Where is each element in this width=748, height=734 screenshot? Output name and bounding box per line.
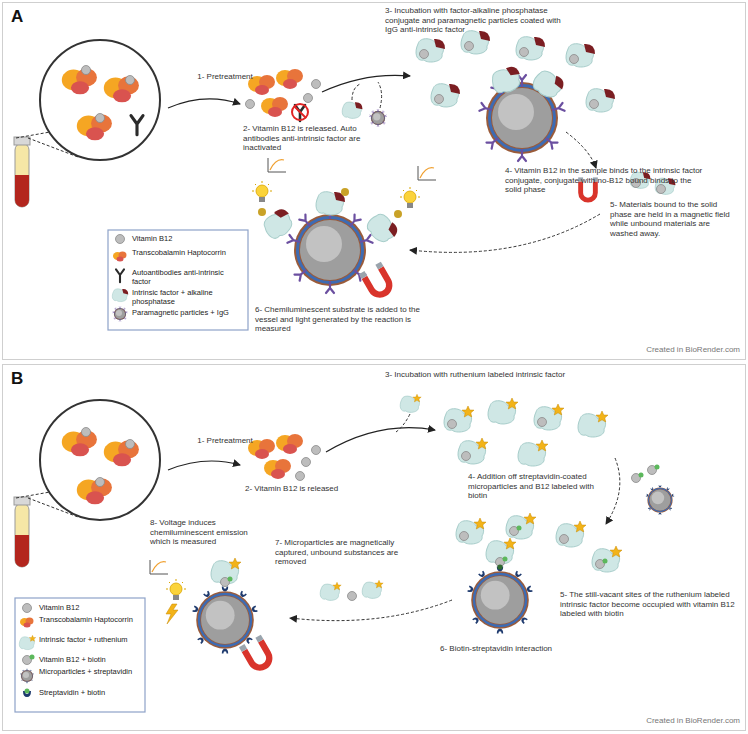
step-text: 2- Vitamin B12 is released. Auto antibod… [243,124,378,153]
watermark: Created in BioRender.com [600,345,740,355]
legend-text: Autoantibodies anti-intrinsic factor [132,268,244,286]
legend-text: Vitamin B12 + biotin [39,655,142,664]
panel-letter: A [11,7,23,27]
legend-text: Intrinsic factor + ruthenium [39,635,142,644]
step-text: 3- Incubation with ruthenium labeled int… [385,370,570,380]
step-text: 8- Voltage induces chemiluminescent emis… [150,518,262,547]
panel-letter: B [11,369,23,389]
step-text: 4- Vitamin B12 in the sample binds to th… [505,166,710,195]
step-text: 6- Biotin-streptavidin interaction [440,644,590,654]
legend-text: Transcobalamin Haptocorrin [39,615,142,624]
step-text: 1- Pretreatment [180,436,270,446]
step-text: 3- Incubation with factor-alkaline phosp… [385,6,575,35]
legend-text: Paramagnetic particles + IgG [132,308,244,317]
legend-text: Vitamin B12 [132,234,244,243]
step-text: 7- Microparticles are magnetically captu… [275,538,405,567]
step-text: 5- Materials bound to the solid phase ar… [610,200,738,238]
step-text: 6- Chemiluminescent substrate is added t… [255,305,430,334]
legend-text: Microparticles + streptavidin [39,667,142,676]
legend-text: Intrinsic factor + alkaline phosphatase [132,288,244,306]
step-text: 1- Pretreatment [180,72,270,82]
step-text: 5- The still-vacant sites of the rutheni… [560,590,735,619]
watermark: Created in BioRender.com [600,716,740,726]
legend-text: Transcobalamin Haptocorrin [132,248,244,257]
legend-text: Vitamin B12 [39,603,142,612]
legend-text: Streptavidin + biotin [39,688,142,697]
step-text: 2- Vitamin B12 is released [245,484,365,494]
step-text: 4- Addition off streptavidin-coated micr… [468,472,608,501]
